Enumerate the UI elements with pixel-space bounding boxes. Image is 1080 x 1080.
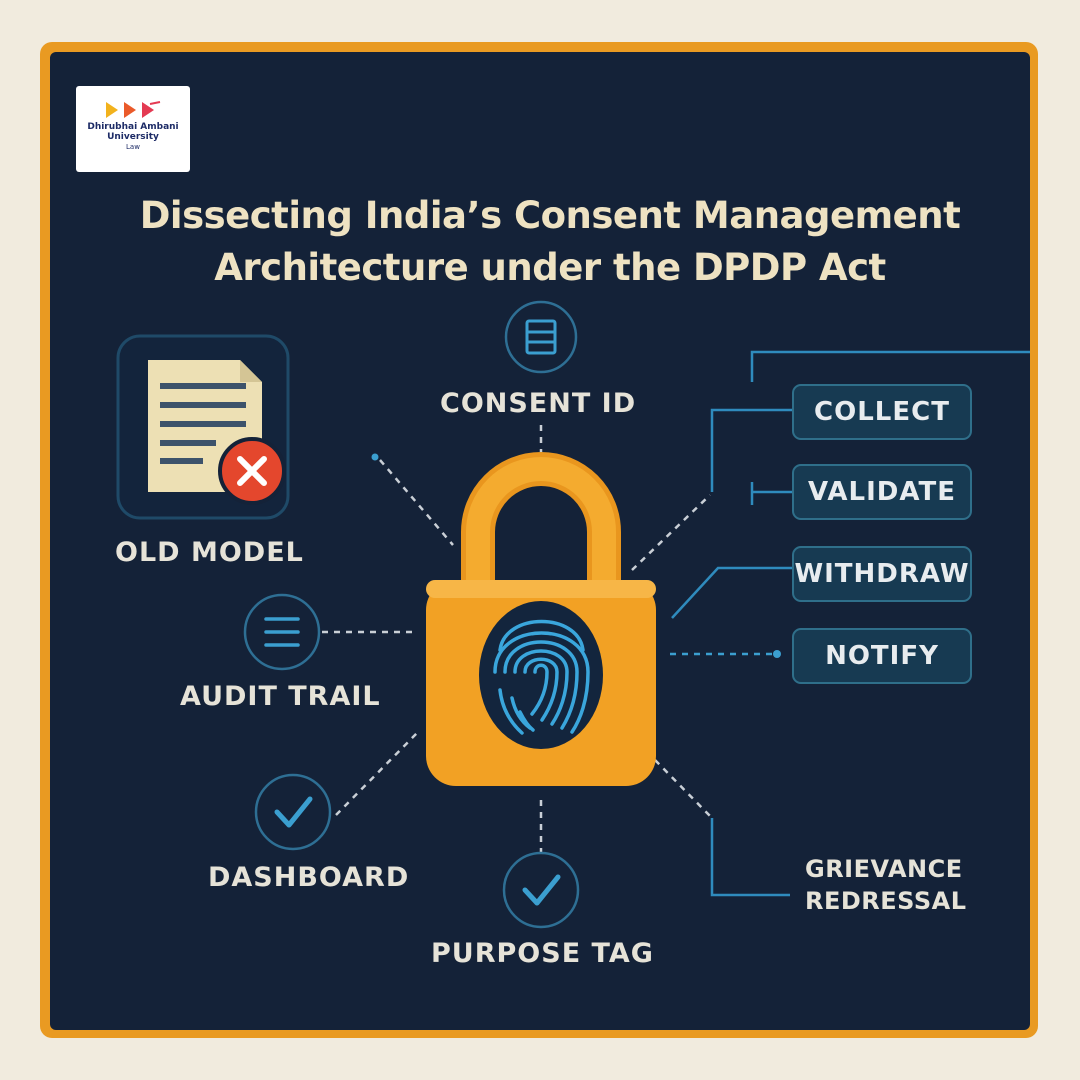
bracket-withdraw: [671, 566, 792, 619]
label-audit-trail: AUDIT TRAIL: [180, 681, 381, 712]
action-notify: NOTIFY: [792, 628, 972, 684]
dashboard-icon: [254, 773, 332, 851]
logo-mark-icon: [106, 101, 161, 118]
action-validate: VALIDATE: [792, 464, 972, 520]
connector-grievance: [654, 759, 713, 819]
audit-trail-icon: [243, 593, 321, 671]
purpose-tag-icon: [502, 851, 580, 929]
bracket-top: [750, 350, 1030, 382]
grievance-line1: GRIEVANCE: [805, 855, 963, 883]
logo-name-line2: University: [107, 132, 159, 142]
label-dashboard: DASHBOARD: [208, 862, 410, 893]
connector-dashboard: [335, 729, 421, 816]
grievance-line2: REDRESSAL: [805, 887, 967, 915]
label-grievance-redressal: GRIEVANCE REDRESSAL: [805, 853, 967, 917]
logo-name: Dhirubhai Ambani University: [76, 122, 190, 142]
label-purpose-tag: PURPOSE TAG: [431, 938, 654, 969]
action-withdraw: WITHDRAW: [792, 546, 972, 602]
page-title: Dissecting India’s Consent Management Ar…: [100, 190, 1000, 294]
connector-dot-left: [371, 453, 379, 461]
logo-name-line1: Dhirubhai Ambani: [87, 122, 179, 132]
label-old-model: OLD MODEL: [115, 537, 304, 568]
bracket-collect: [710, 408, 792, 492]
title-line2: Architecture under the DPDP Act: [214, 246, 886, 289]
connector-dot-notify: [773, 650, 781, 658]
title-line1: Dissecting India’s Consent Management: [139, 194, 961, 237]
bracket-grievance: [710, 818, 790, 897]
connector-actions: [631, 494, 711, 571]
connector-old-model: [379, 459, 454, 546]
logo-sub: Law: [126, 143, 140, 151]
diagram-panel: [50, 52, 1030, 1030]
action-collect: COLLECT: [792, 384, 972, 440]
label-consent-id: CONSENT ID: [440, 388, 637, 419]
fingerprint-icon: [493, 619, 590, 735]
padlock-icon: [426, 452, 656, 786]
old-model-icon: [116, 334, 290, 520]
consent-id-icon: [504, 300, 578, 374]
university-logo: Dhirubhai Ambani University Law: [76, 86, 190, 172]
